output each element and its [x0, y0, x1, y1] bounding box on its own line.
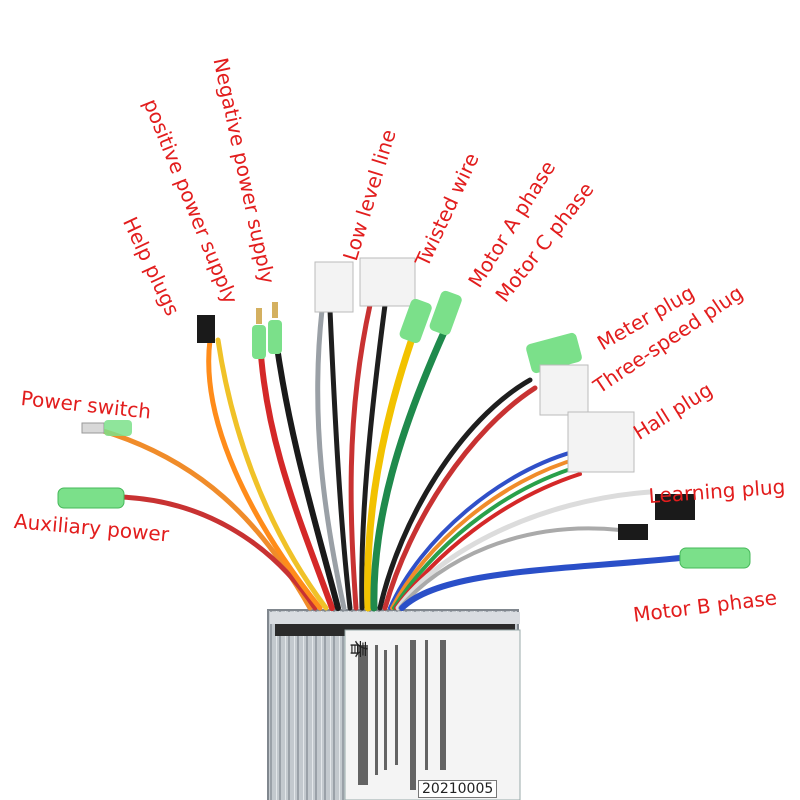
- connector-motor-a-c: [399, 290, 462, 344]
- controller-serial: 20210005: [418, 780, 498, 798]
- connector-help-plugs: [197, 315, 215, 343]
- connector-meter-three-speed: [526, 332, 589, 416]
- connector-low-level-line: [314, 261, 354, 313]
- connector-power-supply: [252, 302, 282, 359]
- connector-hall: [567, 411, 635, 473]
- wire-bundle: [97, 302, 683, 612]
- connector-learning: [618, 494, 695, 540]
- connector-twisted-wire: [359, 257, 416, 307]
- connector-motor-b: [679, 547, 751, 569]
- controller-housing: [267, 609, 521, 800]
- connector-auxiliary-power: [57, 487, 125, 509]
- controller-brand-char: 春: [347, 640, 368, 658]
- connector-power-switch: [81, 420, 132, 436]
